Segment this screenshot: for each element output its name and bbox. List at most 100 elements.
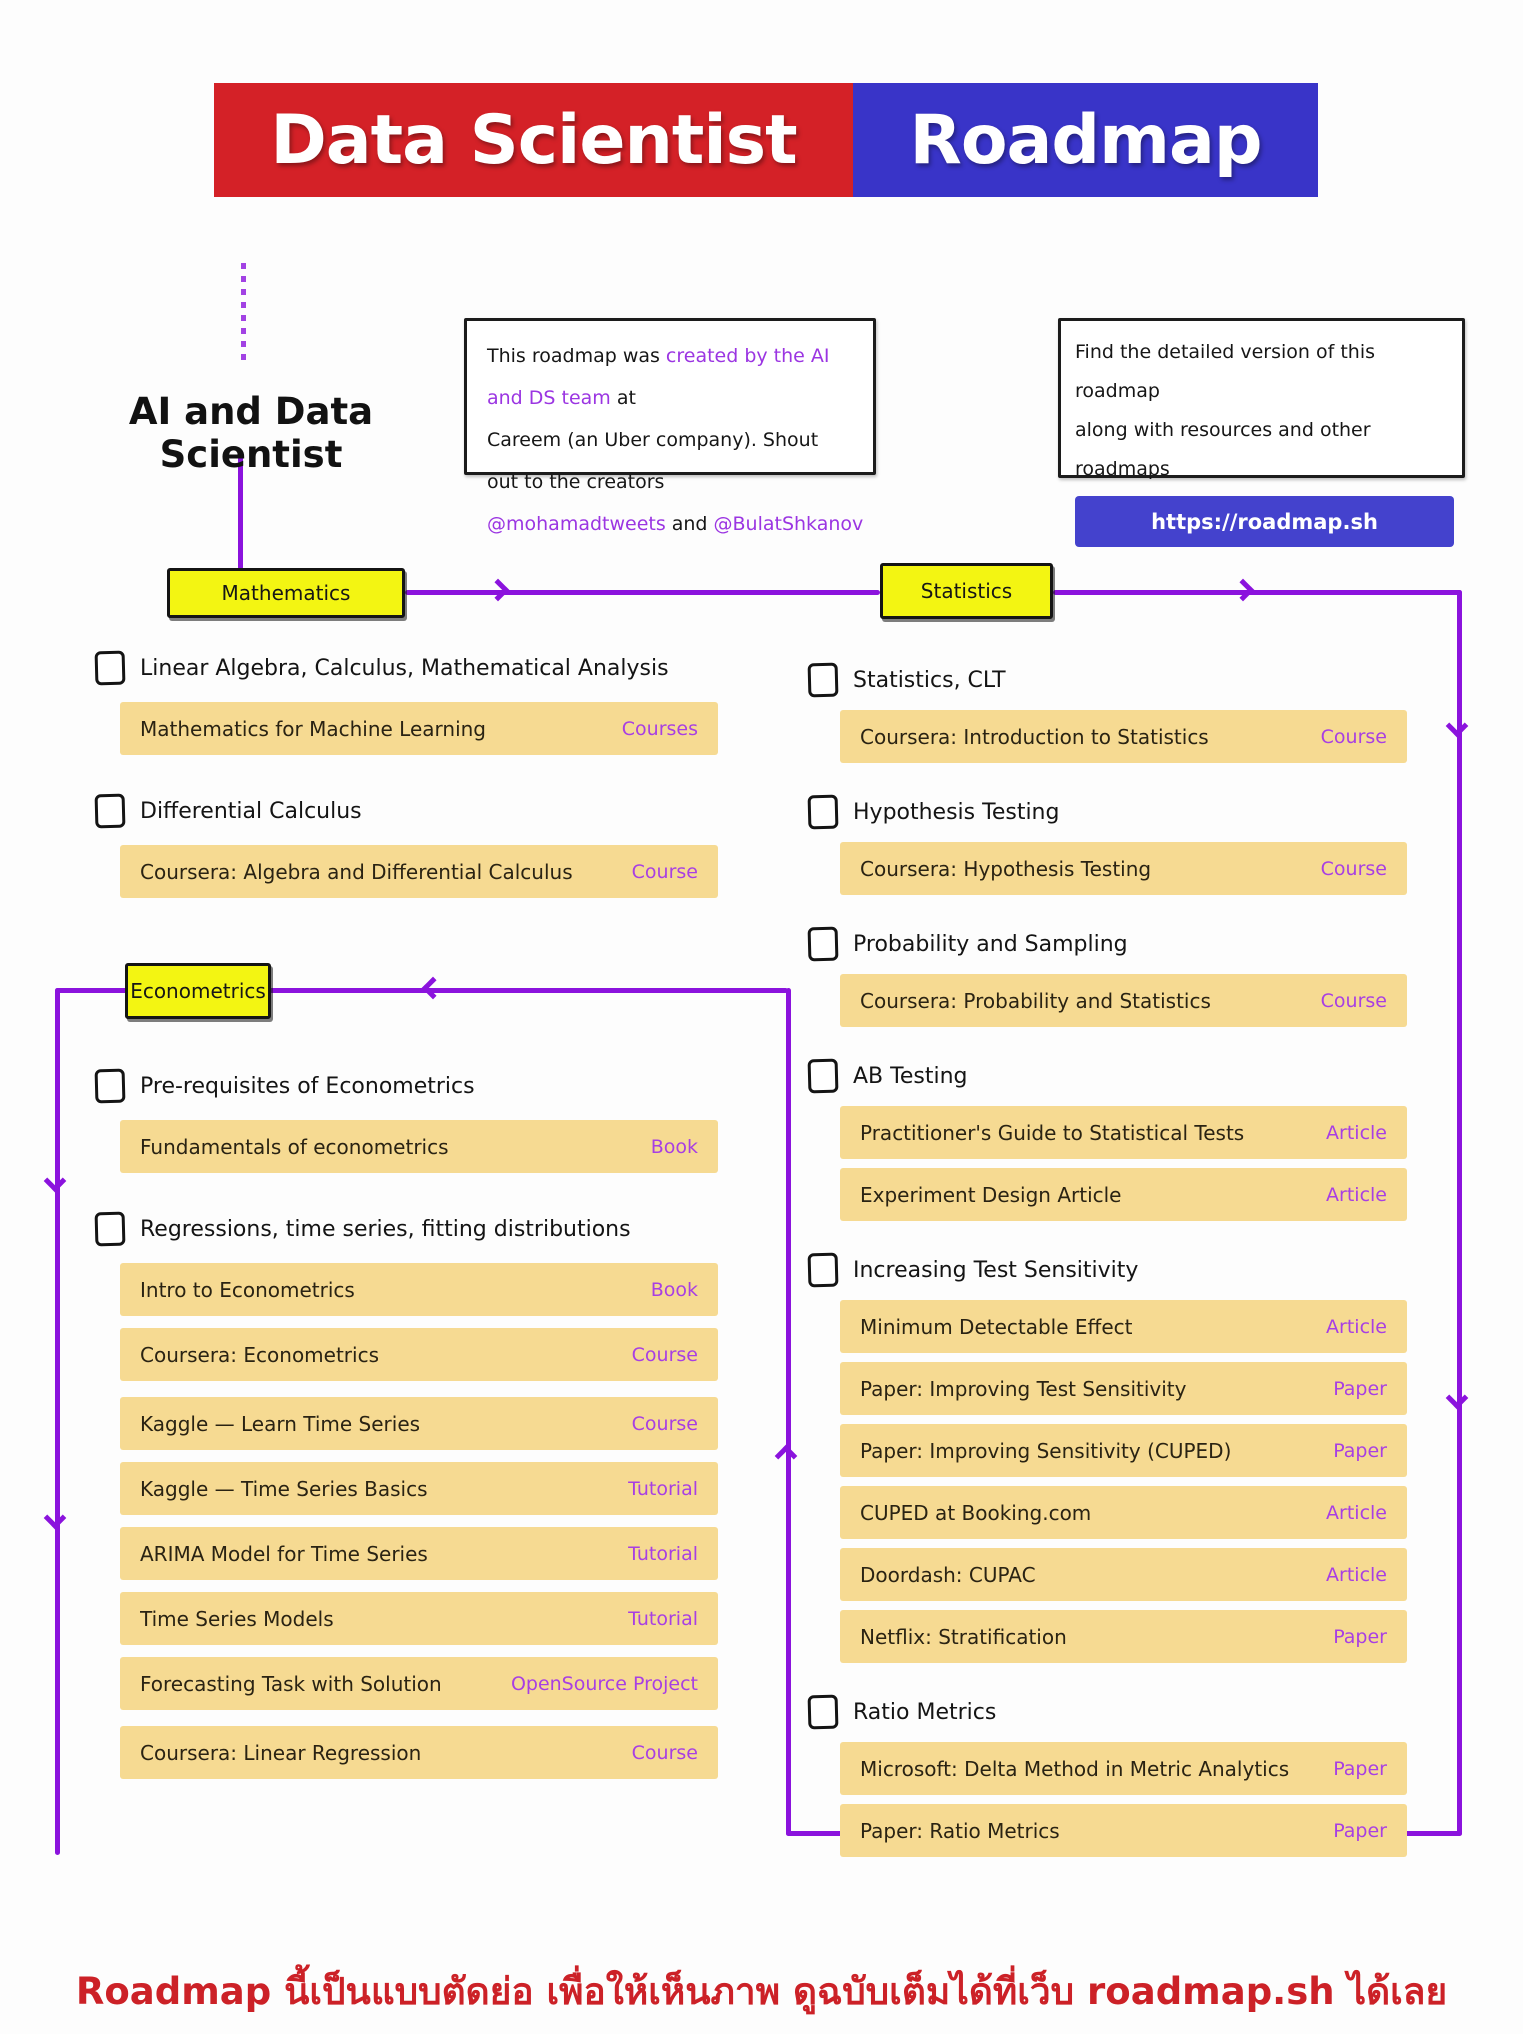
group-gap bbox=[808, 1036, 1418, 1056]
resource-type-tag: Paper bbox=[1333, 1819, 1387, 1842]
arrow-up-icon bbox=[774, 1444, 798, 1468]
resource-title: Coursera: Econometrics bbox=[140, 1342, 380, 1367]
resource-type-tag: Article bbox=[1326, 1501, 1387, 1524]
topic-checkbox[interactable] bbox=[807, 794, 839, 830]
resource-type-tag: Course bbox=[1320, 725, 1387, 748]
node-mathematics[interactable]: Mathematics bbox=[167, 568, 405, 618]
resource-type-tag: Courses bbox=[621, 717, 698, 740]
node-econometrics[interactable]: Econometrics bbox=[125, 963, 271, 1019]
resource-card[interactable]: Microsoft: Delta Method in Metric Analyt… bbox=[840, 1742, 1407, 1795]
topic-row: Probability and Sampling bbox=[807, 924, 1418, 964]
topic-row: Pre-requisites of Econometrics bbox=[94, 1066, 735, 1106]
credit-line-2: Careem (an Uber company). Shout out to t… bbox=[487, 429, 819, 493]
resource-title: Coursera: Probability and Statistics bbox=[860, 988, 1211, 1013]
creator-handle-1[interactable]: @mohamadtweets bbox=[487, 513, 666, 535]
group-gap bbox=[808, 772, 1418, 792]
topic-checkbox[interactable] bbox=[807, 1694, 839, 1730]
resource-type-tag: Paper bbox=[1333, 1377, 1387, 1400]
resource-title: Coursera: Linear Regression bbox=[140, 1740, 422, 1765]
topic-checkbox[interactable] bbox=[94, 650, 126, 686]
dotted-connector bbox=[241, 263, 246, 367]
resource-title: Netflix: Stratification bbox=[860, 1624, 1067, 1649]
resource-card[interactable]: Coursera: Econometrics Course bbox=[120, 1328, 718, 1381]
topic-label: Hypothesis Testing bbox=[853, 799, 1060, 825]
detail-link-box: Find the detailed version of this roadma… bbox=[1058, 318, 1465, 547]
resource-title: ARIMA Model for Time Series bbox=[140, 1541, 428, 1566]
resource-title: Paper: Improving Sensitivity (CUPED) bbox=[860, 1438, 1232, 1463]
arrow-right-icon bbox=[486, 578, 510, 602]
group-gap bbox=[808, 1672, 1418, 1692]
connector-left-vertical bbox=[55, 988, 60, 1855]
resource-card[interactable]: Practitioner's Guide to Statistical Test… bbox=[840, 1106, 1407, 1159]
arrow-left-icon bbox=[421, 976, 445, 1000]
resource-card[interactable]: Coursera: Introduction to Statistics Cour… bbox=[840, 710, 1407, 763]
topic-row: Differential Calculus bbox=[94, 791, 735, 831]
group-gap bbox=[95, 767, 735, 791]
topic-checkbox[interactable] bbox=[807, 926, 839, 962]
topic-label: Ratio Metrics bbox=[853, 1699, 997, 1725]
resource-title: Mathematics for Machine Learning bbox=[140, 716, 487, 741]
resource-title: Kaggle — Learn Time Series bbox=[140, 1411, 421, 1436]
creator-handle-2[interactable]: @BulatShkanov bbox=[713, 513, 864, 535]
link-box-line-1: Find the detailed version of this roadma… bbox=[1075, 341, 1376, 402]
resource-type-tag: Course bbox=[1320, 857, 1387, 880]
resource-card[interactable]: Kaggle — Time Series Basics Tutorial bbox=[120, 1462, 718, 1515]
resource-card[interactable]: Coursera: Algebra and Differential Calcu… bbox=[120, 845, 718, 898]
resource-title: Kaggle — Time Series Basics bbox=[140, 1476, 428, 1501]
mathematics-topics: Linear Algebra, Calculus, Mathematical A… bbox=[94, 648, 735, 910]
topic-label: Differential Calculus bbox=[140, 798, 362, 824]
resource-title: Coursera: Introduction to Statistics bbox=[860, 724, 1209, 749]
resource-type-tag: Course bbox=[631, 1343, 698, 1366]
resource-type-tag: Paper bbox=[1333, 1439, 1387, 1462]
topic-checkbox[interactable] bbox=[94, 1068, 126, 1104]
topic-checkbox[interactable] bbox=[807, 1058, 839, 1094]
resource-title: Experiment Design Article bbox=[860, 1182, 1122, 1207]
arrow-down-icon bbox=[1445, 1386, 1469, 1410]
resource-card[interactable]: Paper: Improving Sensitivity (CUPED) Pape… bbox=[840, 1424, 1407, 1477]
topic-checkbox[interactable] bbox=[807, 1252, 839, 1288]
resource-type-tag: Course bbox=[631, 1741, 698, 1764]
resource-type-tag: Course bbox=[1320, 989, 1387, 1012]
resource-card[interactable]: Mathematics for Machine Learning Courses bbox=[120, 702, 718, 755]
resource-type-tag: Article bbox=[1326, 1315, 1387, 1338]
resource-type-tag: Tutorial bbox=[628, 1477, 698, 1500]
resource-card[interactable]: ARIMA Model for Time Series Tutorial bbox=[120, 1527, 718, 1580]
resource-card[interactable]: Coursera: Probability and Statistics Cour… bbox=[840, 974, 1407, 1027]
credit-text: This roadmap was bbox=[487, 345, 660, 367]
node-statistics[interactable]: Statistics bbox=[880, 563, 1053, 619]
topic-checkbox[interactable] bbox=[94, 1211, 126, 1247]
link-box-line-2: along with resources and other roadmaps bbox=[1075, 419, 1371, 480]
topic-row: Linear Algebra, Calculus, Mathematical A… bbox=[94, 648, 735, 688]
connector-to-econometrics bbox=[55, 988, 788, 993]
resource-card[interactable]: Coursera: Linear Regression Course bbox=[120, 1726, 718, 1779]
resource-title: Coursera: Algebra and Differential Calcu… bbox=[140, 859, 573, 884]
topic-checkbox[interactable] bbox=[807, 662, 839, 698]
connector-right-vertical bbox=[1457, 590, 1462, 1836]
resource-type-tag: Tutorial bbox=[628, 1542, 698, 1565]
topic-label: Linear Algebra, Calculus, Mathematical A… bbox=[140, 655, 669, 681]
topic-label: Increasing Test Sensitivity bbox=[853, 1257, 1139, 1283]
resource-title: Practitioner's Guide to Statistical Test… bbox=[860, 1120, 1245, 1145]
roadmap-url-button[interactable]: https://roadmap.sh bbox=[1075, 496, 1454, 547]
resource-type-tag: Course bbox=[631, 860, 698, 883]
topic-row: Regressions, time series, fitting distri… bbox=[94, 1209, 735, 1249]
topic-checkbox[interactable] bbox=[94, 793, 126, 829]
